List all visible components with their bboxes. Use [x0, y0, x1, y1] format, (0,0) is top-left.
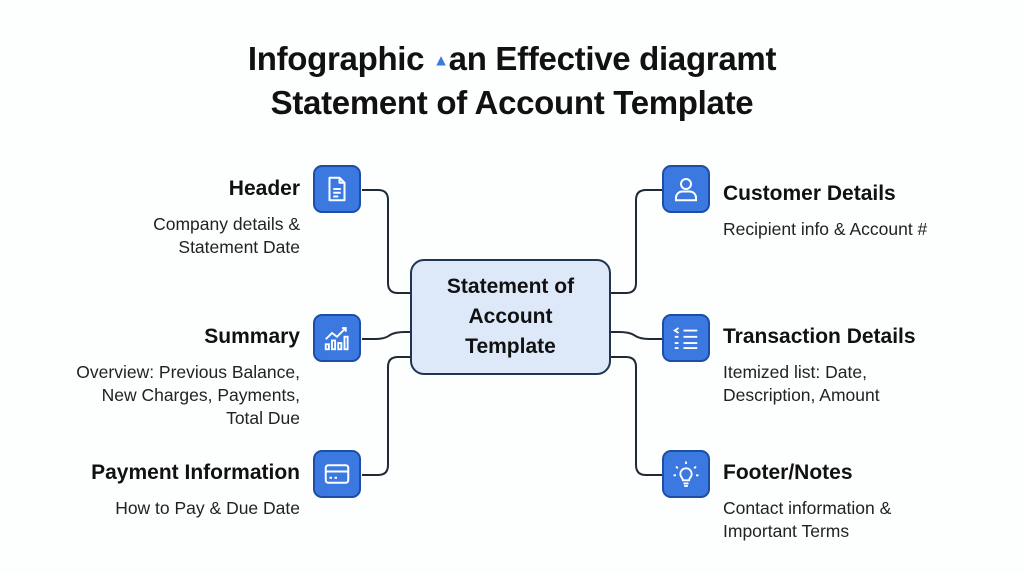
node-summary: Summary Overview: Previous Balance, New C…: [76, 325, 300, 430]
node-title: Summary: [204, 325, 300, 348]
chart-icon: [313, 314, 361, 362]
node-desc: Company details &: [153, 214, 300, 234]
connector-summary: [362, 331, 410, 340]
lightbulb-icon: [662, 450, 710, 498]
node-desc: Description, Amount: [723, 385, 880, 405]
node-title: Payment Information: [91, 461, 300, 484]
document-icon: [313, 165, 361, 213]
node-desc: How to Pay & Due Date: [115, 498, 300, 518]
node-desc: Contact information &: [723, 498, 892, 518]
center-box: Statement of Account Template: [410, 259, 611, 375]
node-title: Transaction Details: [723, 325, 916, 348]
node-title: Footer/Notes: [723, 461, 853, 484]
user-icon: [662, 165, 710, 213]
node-desc: Important Terms: [723, 521, 850, 541]
node-customer-details: Customer Details Recipient info & Accoun…: [723, 182, 927, 241]
title-line-2: Statement of Account Template: [270, 84, 754, 121]
connector-transaction: [611, 331, 662, 340]
node-desc: New Charges, Payments,: [101, 385, 300, 405]
node-desc: Recipient info & Account #: [723, 219, 928, 239]
credit-card-icon: [313, 450, 361, 498]
node-title: Customer Details: [723, 182, 896, 205]
node-footer-notes: Footer/Notes Contact information & Import…: [723, 461, 891, 543]
node-header: Header Company details & Statement Date: [153, 177, 300, 259]
title-text: Infographic: [247, 40, 425, 77]
connector-header: [362, 189, 410, 294]
title-line-1: Infographic ▲an Effective diagramt: [0, 40, 1024, 78]
connector-customer: [611, 189, 662, 294]
title-text: an Effective diagramt: [448, 40, 777, 77]
node-desc: Overview: Previous Balance,: [76, 362, 300, 382]
node-payment-information: Payment Information How to Pay & Due Dat…: [91, 461, 300, 520]
node-desc: Itemized list: Date,: [723, 362, 867, 382]
node-transaction-details: Transaction Details Itemized list: Date,…: [723, 325, 916, 407]
triangle-icon: ▲: [433, 52, 449, 70]
connector-payment: [362, 356, 410, 476]
connector-footer: [611, 356, 662, 476]
node-title: Header: [228, 177, 300, 200]
list-icon: [662, 314, 710, 362]
node-desc: Total Due: [226, 408, 300, 428]
node-desc: Statement Date: [178, 237, 300, 257]
